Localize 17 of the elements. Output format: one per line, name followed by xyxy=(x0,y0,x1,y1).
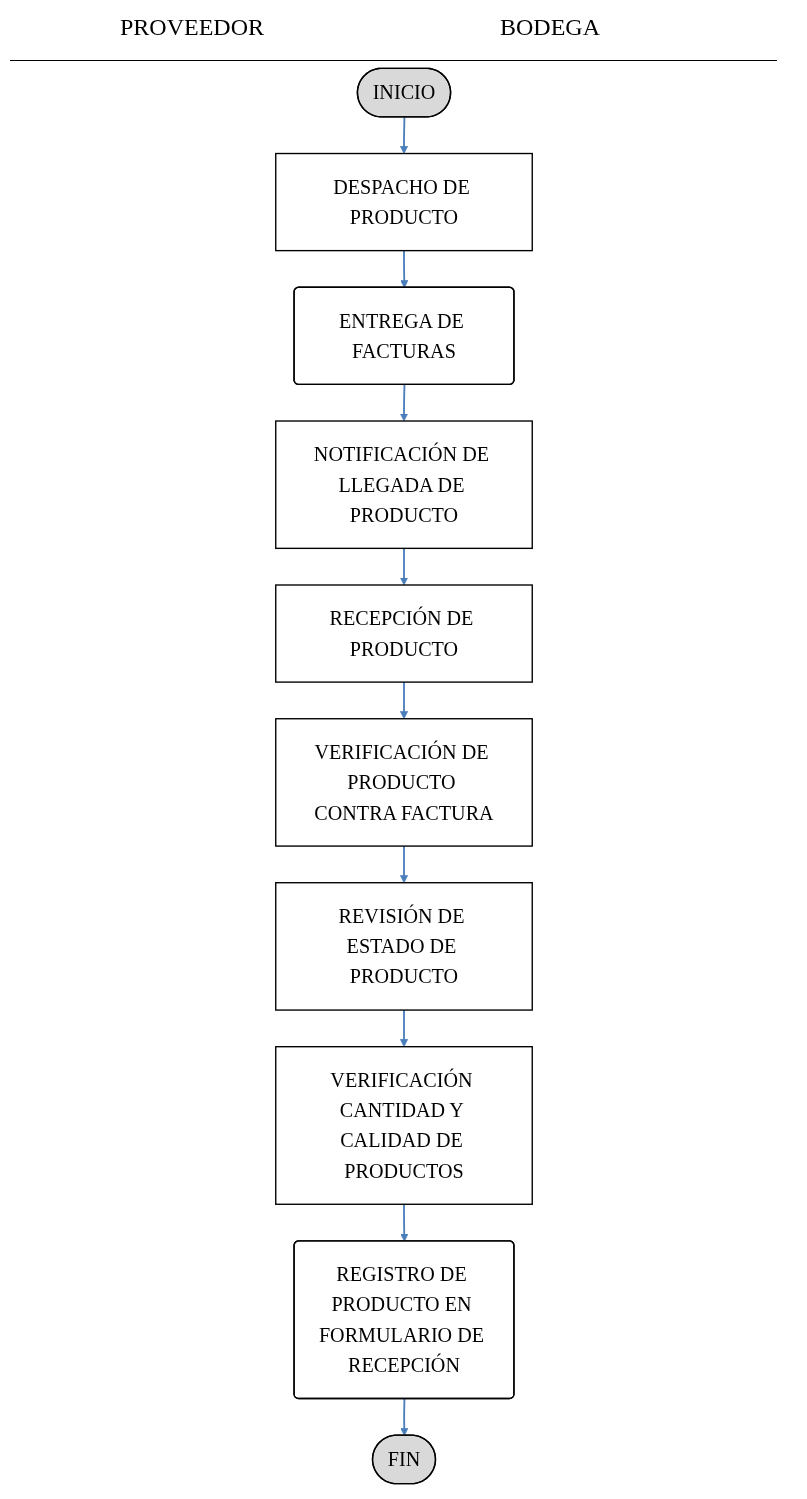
arrow xyxy=(399,1398,408,1436)
arrow xyxy=(399,681,408,720)
arrow xyxy=(399,116,408,154)
lane-heading: BODEGA xyxy=(500,14,600,41)
arrow xyxy=(399,383,408,422)
arrow xyxy=(399,249,408,289)
node-box: DESPACHO DE PRODUCTO xyxy=(274,152,533,252)
lane-heading: PROVEEDOR xyxy=(120,14,264,41)
node-box: NOTIFICACIÓN DE LLEGADA DE PRODUCTO xyxy=(274,420,533,550)
node-box: REVISIÓN DE ESTADO DE PRODUCTO xyxy=(274,882,533,1011)
arrow xyxy=(399,845,408,884)
arrow xyxy=(399,1203,408,1242)
node-box: VERIFICACIÓN CANTIDAD Y CALIDAD DE PRODUCTOS xyxy=(274,1046,533,1205)
arrow xyxy=(399,1009,408,1048)
arrow xyxy=(399,547,408,586)
node-box: RECEPCIÓN DE PRODUCTO xyxy=(274,584,533,683)
node-box: VERIFICACIÓN DE PRODUCTO CONTRA FACTURA xyxy=(274,718,533,847)
